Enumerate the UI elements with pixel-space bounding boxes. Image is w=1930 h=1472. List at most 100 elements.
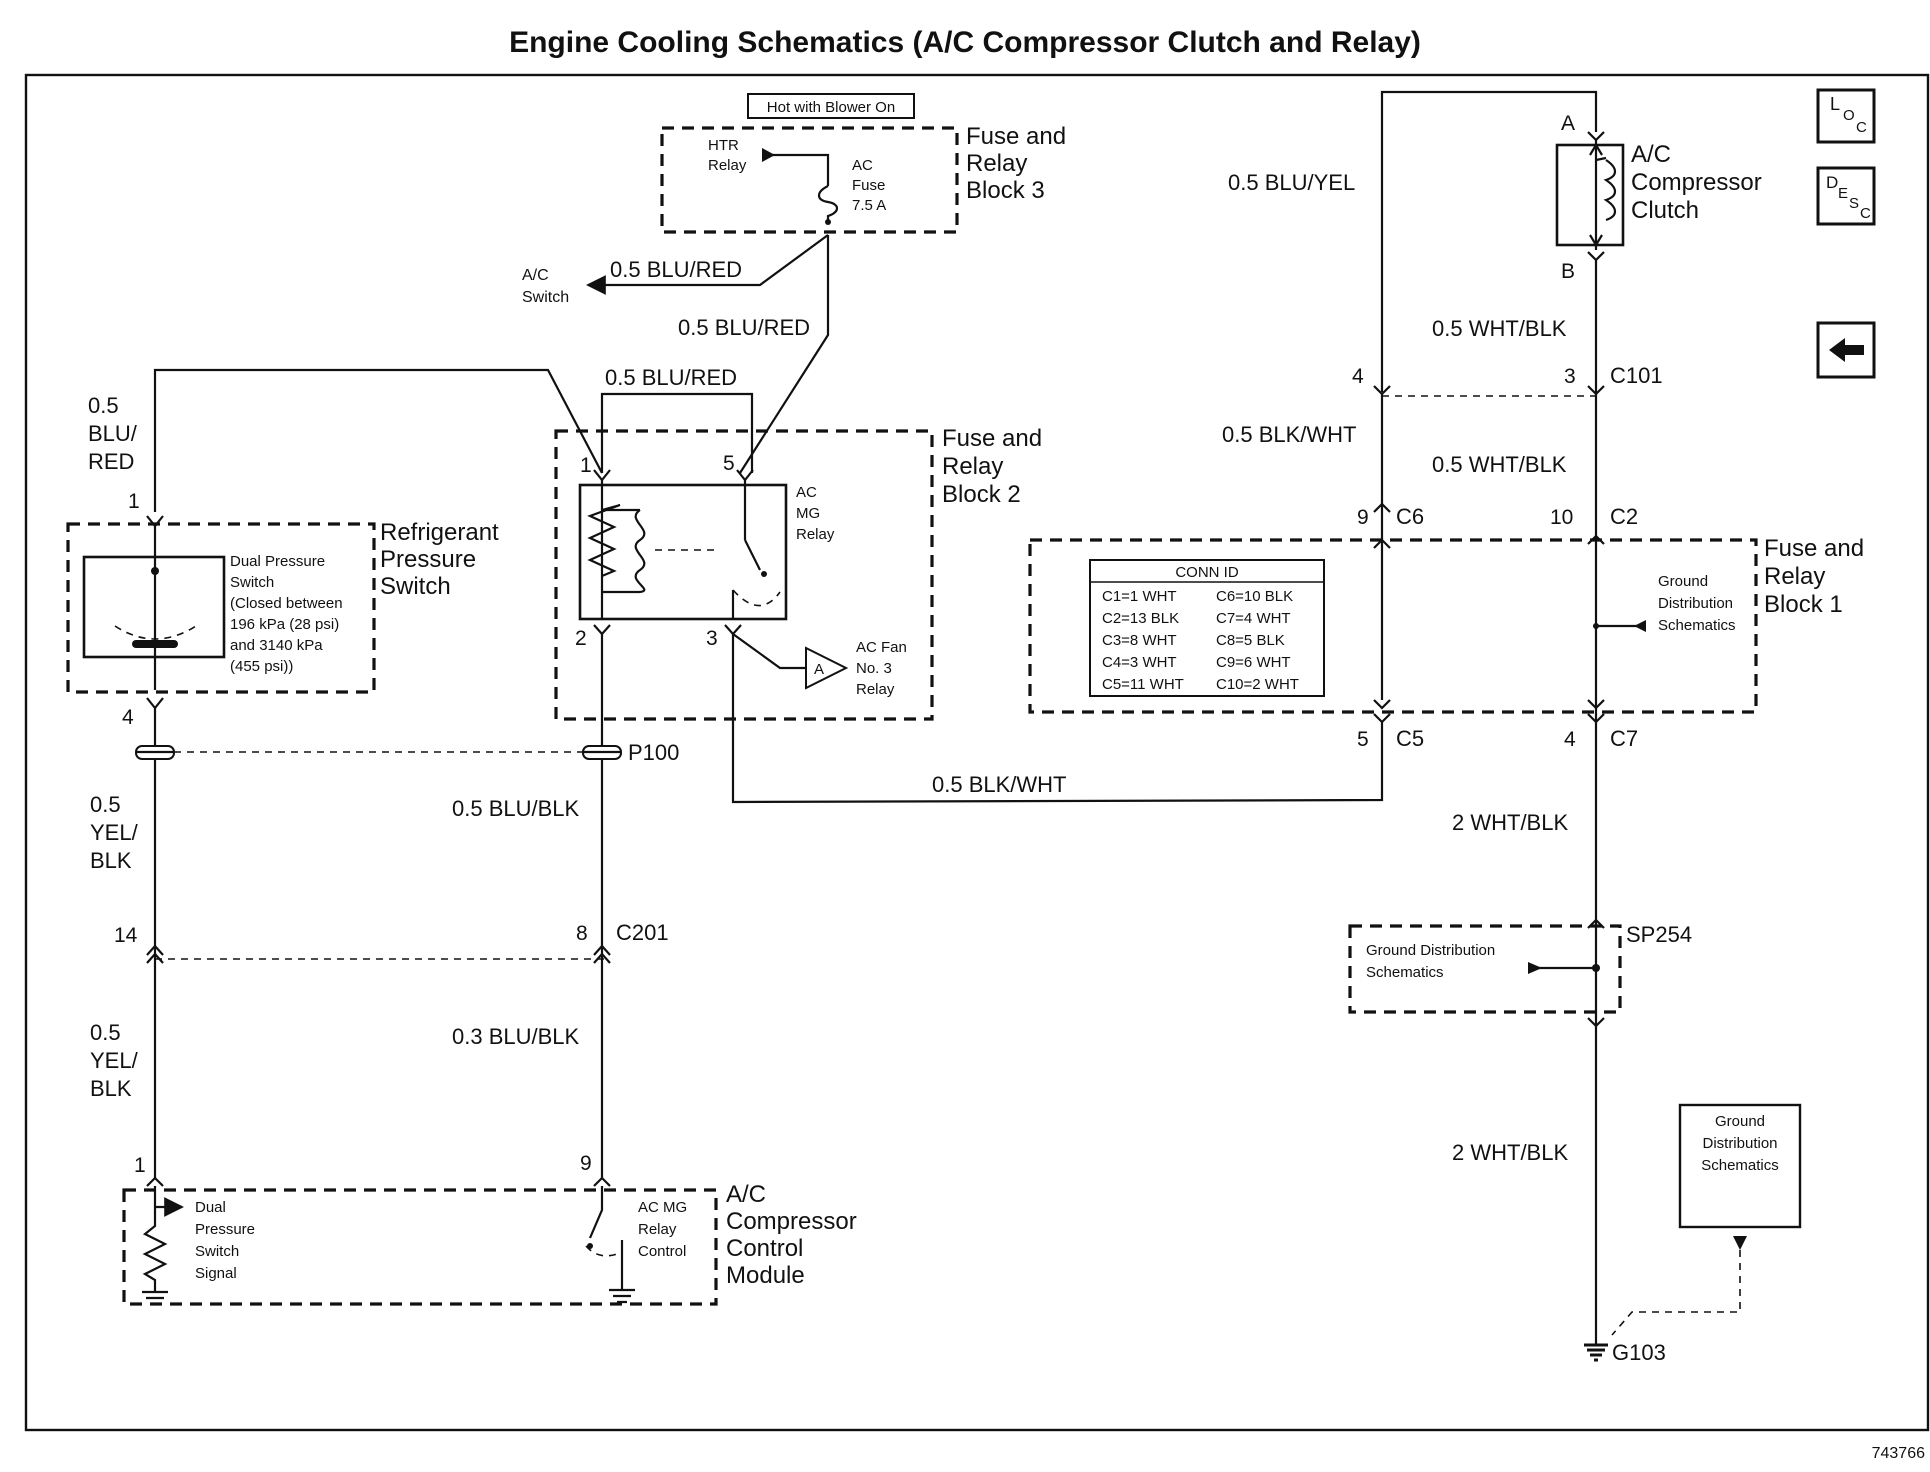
- sp254-label: SP254: [1626, 922, 1692, 947]
- ac-switch-label-2: Switch: [522, 289, 569, 306]
- ac-fan-relay-label-2: No. 3: [856, 660, 892, 677]
- wire-label-yel-blk-lower-2: YEL/: [90, 1048, 139, 1073]
- svg-text:D: D: [1826, 173, 1838, 192]
- pin-module-9: 9: [580, 1152, 592, 1175]
- module-relay-control-3: Control: [638, 1243, 686, 1260]
- module-relay-control-2: Relay: [638, 1221, 677, 1238]
- wire-label-yel-blk-2: YEL/: [90, 820, 139, 845]
- conn-id-c9: C9=6 WHT: [1216, 654, 1291, 671]
- ground-distribution-box: [1678, 1103, 1802, 1229]
- fuse-block-3-label-line-3: Block 3: [966, 177, 1045, 204]
- wire-fuse-to-relay-5: [739, 235, 830, 474]
- ac-mg-relay-label-1: AC: [796, 484, 817, 501]
- wire-label-blu-red-left-2: BLU/: [88, 421, 138, 446]
- ac-fuse-symbol: [817, 185, 839, 222]
- back-arrow-icon[interactable]: [1816, 321, 1876, 379]
- dps-desc-6: (455 psi)): [230, 658, 293, 675]
- c6-label: C6: [1396, 504, 1424, 529]
- pin-c5: 5: [1357, 728, 1369, 751]
- ac-mg-relay-label-3: Relay: [796, 526, 835, 543]
- g103-ground-symbol: [1584, 1343, 1608, 1362]
- pin-clutch-a: A: [1561, 112, 1575, 135]
- rps-label-1: Refrigerant: [380, 519, 499, 546]
- wire-label-wht-blk-4: 2 WHT/BLK: [1452, 1140, 1568, 1165]
- ac-fan-ref-letter: A: [814, 661, 824, 678]
- module-signal-3: Switch: [195, 1243, 239, 1260]
- pin-clutch-b: B: [1561, 260, 1575, 283]
- wire-loop-bracket: [600, 392, 754, 473]
- conn-id-c5: C5=11 WHT: [1102, 676, 1184, 693]
- fuse-block-1-label-2: Relay: [1764, 563, 1825, 590]
- wire-label-blu-red-loop: 0.5 BLU/RED: [605, 365, 737, 390]
- conn-id-c3: C3=8 WHT: [1102, 632, 1177, 649]
- c5-label: C5: [1396, 726, 1424, 751]
- svg-text:S: S: [1849, 195, 1859, 212]
- wire-label-blu-red-switch: 0.5 BLU/RED: [610, 257, 742, 282]
- wire-relay3-to-c5: [731, 634, 1384, 804]
- wire-label-blu-red-left-1: 0.5: [88, 393, 119, 418]
- c7-label: C7: [1610, 726, 1638, 751]
- htr-relay-label-2: Relay: [708, 157, 747, 174]
- sp254-ground-ref-2: Schematics: [1366, 964, 1444, 981]
- fuse-relay-block-1: [1028, 538, 1758, 714]
- wire-label-blu-blk-lower: 0.3 BLU/BLK: [452, 1024, 580, 1049]
- conn-id-c2: C2=13 BLK: [1102, 610, 1179, 627]
- dps-desc-3: (Closed between: [230, 595, 343, 612]
- ac-fan-relay-ref: [805, 646, 849, 690]
- ground-box-label-3: Schematics: [1701, 1157, 1779, 1174]
- pin-c2: 10: [1550, 506, 1573, 529]
- module-signal-1: Dual: [195, 1199, 226, 1216]
- htr-relay-label-1: HTR: [708, 137, 739, 154]
- module-label-4: Module: [726, 1262, 805, 1289]
- wire-label-yel-blk-lower-3: BLK: [90, 1076, 132, 1101]
- diagram-frame: [24, 73, 1930, 1432]
- hot-with-blower-on-box: [747, 93, 915, 119]
- ac-switch-label-1: A/C: [522, 267, 549, 284]
- sp254-splice-box: [1348, 924, 1622, 1014]
- conn-id-c6: C6=10 BLK: [1216, 588, 1293, 605]
- conn-id-c7: C7=4 WHT: [1216, 610, 1291, 627]
- wire-label-yel-blk-3: BLK: [90, 848, 132, 873]
- dps-desc-1: Dual Pressure: [230, 553, 325, 570]
- ac-mg-relay-label-2: MG: [796, 505, 820, 522]
- pin-relay-2: 2: [575, 627, 587, 650]
- loc-icon[interactable]: L O C: [1816, 88, 1876, 144]
- conn-id-c1: C1=1 WHT: [1102, 588, 1177, 605]
- wire-label-wht-blk-2: 0.5 WHT/BLK: [1432, 452, 1567, 477]
- conn-id-title: CONN ID: [1175, 564, 1239, 581]
- desc-icon[interactable]: D E S C: [1816, 166, 1876, 226]
- fuse-block-2-label-3: Block 2: [942, 481, 1021, 508]
- ac-fan-relay-label-3: Relay: [856, 681, 895, 698]
- wire-label-blk-wht-bottom: 0.5 BLK/WHT: [932, 772, 1066, 797]
- dps-desc-5: and 3140 kPa: [230, 637, 323, 654]
- pin-rps-4: 4: [122, 706, 134, 729]
- module-label-2: Compressor: [726, 1208, 857, 1235]
- module-label-3: Control: [726, 1235, 803, 1262]
- fuse-block-2-label-1: Fuse and: [942, 425, 1042, 452]
- pin-module-1: 1: [134, 1154, 146, 1177]
- pin-relay-3: 3: [706, 627, 718, 650]
- fb1-ground-ref-1: Ground: [1658, 573, 1708, 590]
- ac-mg-relay-box: [578, 483, 788, 621]
- ground-box-dashed-link: [1611, 1250, 1741, 1336]
- fb1-ground-ref-3: Schematics: [1658, 617, 1736, 634]
- rps-label-2: Pressure: [380, 546, 476, 573]
- c101-label: C101: [1610, 363, 1663, 388]
- svg-text:C: C: [1860, 205, 1871, 222]
- p100-label: P100: [628, 740, 679, 765]
- diagram-title: Engine Cooling Schematics (A/C Compresso…: [509, 26, 1421, 59]
- fuse-block-1-label-1: Fuse and: [1764, 535, 1864, 562]
- ac-fuse-label-3: 7.5 A: [852, 197, 886, 214]
- module-signal-2: Pressure: [195, 1221, 255, 1238]
- pin-relay-1: 1: [580, 454, 592, 477]
- svg-text:O: O: [1843, 107, 1855, 124]
- ac-fan-relay-label-1: AC Fan: [856, 639, 907, 656]
- wire-to-ac-switch: [586, 234, 829, 295]
- pin-c201-14: 14: [114, 924, 138, 947]
- wire-label-blu-blk-upper: 0.5 BLU/BLK: [452, 796, 580, 821]
- module-label-1: A/C: [726, 1181, 766, 1208]
- ground-box-label-2: Distribution: [1702, 1135, 1777, 1152]
- conn-id-c10: C10=2 WHT: [1216, 676, 1299, 693]
- dps-desc-4: 196 kPa (28 psi): [230, 616, 339, 633]
